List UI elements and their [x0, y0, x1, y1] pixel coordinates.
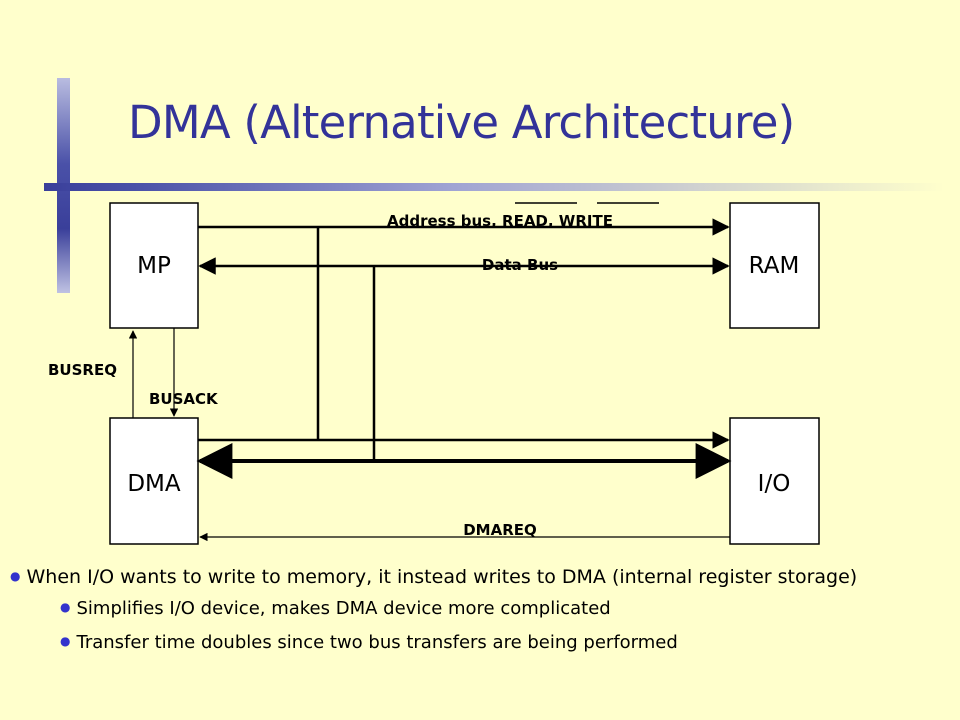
dma-label: DMA — [127, 471, 181, 497]
ram-label: RAM — [749, 253, 800, 279]
bullet-dot-icon: ● — [60, 634, 71, 648]
dmareq-label: DMAREQ — [463, 521, 537, 539]
ram-box: RAM — [729, 202, 820, 329]
io-box: I/O — [729, 417, 820, 545]
bullet-item-level-2: ●Simplifies I/O device, makes DMA device… — [60, 598, 611, 619]
bullet-dot-icon: ● — [10, 569, 21, 583]
bullet-item-level-2: ●Transfer time doubles since two bus tra… — [60, 632, 678, 653]
busreq-label: BUSREQ — [48, 361, 117, 379]
io-label: I/O — [758, 471, 791, 497]
data-bus-label: Data Bus — [482, 256, 558, 274]
address-bus-label: Address bus, READ, WRITE — [387, 212, 613, 230]
bullet-item-level-1: ●When I/O wants to write to memory, it i… — [10, 566, 858, 588]
slide-title: DMA (Alternative Architecture) — [128, 96, 795, 149]
bullet-list: ●When I/O wants to write to memory, it i… — [10, 562, 950, 659]
busack-label: BUSACK — [149, 390, 219, 408]
mp-label: MP — [137, 253, 171, 279]
mp-box: MP — [109, 202, 199, 329]
bullet-dot-icon: ● — [60, 600, 71, 614]
dma-box: DMA — [109, 417, 199, 545]
decorative-horizontal-bar — [44, 183, 944, 191]
